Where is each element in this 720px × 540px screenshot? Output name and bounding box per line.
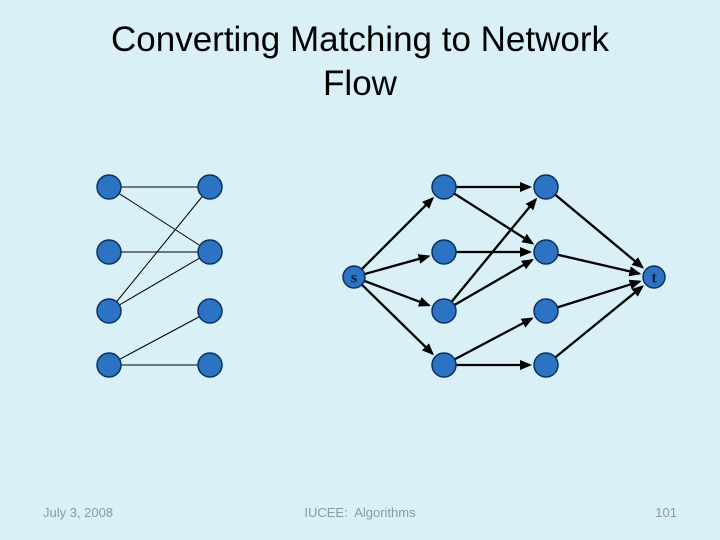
flow-edge-N4-to-t (554, 285, 644, 359)
matching-node-R3 (197, 298, 223, 324)
flow-node-M2 (431, 239, 457, 265)
flow-node-t (642, 265, 666, 289)
flow-node-M3 (431, 298, 457, 324)
flow-node-N3 (533, 298, 559, 324)
flow-edge-N2-to-t (557, 253, 642, 277)
flow-edge-s-to-M4 (361, 283, 434, 356)
matching-edge-L3-R1 (108, 186, 211, 312)
matching-edge-L1-R2 (108, 186, 211, 253)
matching-edge-L3-R2 (108, 251, 211, 312)
flow-edge-M1-to-N2 (453, 192, 535, 245)
flow-edge-s-to-M3 (363, 279, 431, 307)
matching-node-L1 (96, 174, 122, 200)
flow-node-N4 (533, 352, 559, 378)
flow-edge-N1-to-t (554, 193, 645, 269)
slide-footer: July 3, 2008 IUCEE: Algorithms 101 (0, 505, 720, 525)
slide-title: Converting Matching to Network Flow (0, 18, 720, 106)
matching-node-L3 (96, 298, 122, 324)
matching-node-L2 (96, 239, 122, 265)
flow-node-M4 (431, 352, 457, 378)
flow-node-N1 (533, 174, 559, 200)
slide-page-number: 101 (655, 505, 677, 520)
matching-node-L4 (96, 352, 122, 378)
slide-title-line-1: Converting Matching to Network (111, 20, 609, 59)
matching-edge-L4-R3 (108, 310, 211, 366)
matching-node-R4 (197, 352, 223, 378)
flow-edge-M3-to-N1 (450, 197, 538, 303)
flow-node-s (342, 265, 366, 289)
flow-node-M1 (431, 174, 457, 200)
slide-date: July 3, 2008 (43, 505, 114, 520)
flow-edge-s-to-M1 (360, 196, 435, 271)
footer-course-title: IUCEE: Algorithms (304, 505, 416, 520)
flow-edge-N3-to-t (557, 279, 642, 309)
flow-edge-s-to-M2 (364, 254, 431, 276)
matching-node-R1 (197, 174, 223, 200)
flow-node-label-t: t (651, 270, 657, 287)
slide-title-line-2: Flow (323, 64, 397, 103)
bipartite-matching-graph (96, 174, 223, 378)
matching-node-R2 (197, 239, 223, 265)
flow-node-N2 (533, 239, 559, 265)
flow-edge-M3-to-N2 (453, 259, 534, 306)
flow-edge-M4-to-N3 (454, 317, 534, 361)
flow-node-label-s: s (351, 270, 357, 287)
